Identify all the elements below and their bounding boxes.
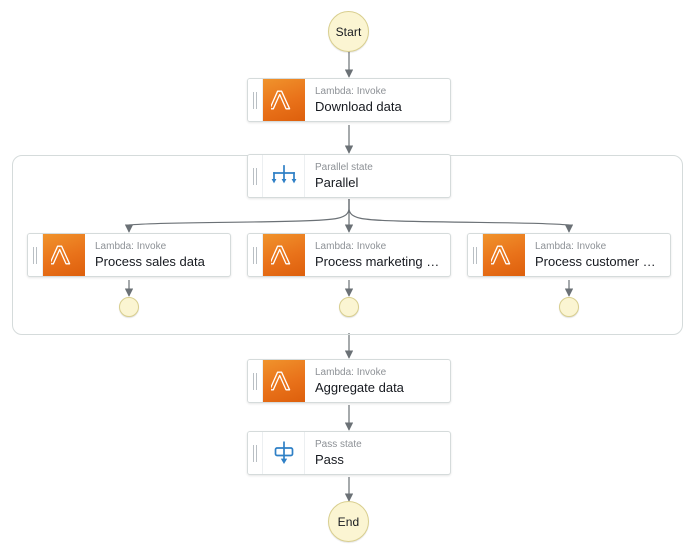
node-text: Lambda: Invoke Aggregate data [305, 360, 450, 402]
end-label: End [337, 514, 360, 529]
node-text: Parallel state Parallel [305, 155, 450, 197]
grip-icon [473, 246, 477, 264]
lambda-icon [263, 79, 305, 121]
node-subtitle: Lambda: Invoke [95, 241, 167, 252]
pass-icon [263, 432, 305, 474]
node-text: Lambda: Invoke Process sales data [85, 234, 230, 276]
branch-end-node-sales[interactable] [119, 297, 139, 317]
node-title: Aggregate data [315, 380, 404, 395]
node-text: Lambda: Invoke Process customer data [525, 234, 670, 276]
end-node[interactable]: End [328, 501, 369, 542]
node-subtitle: Lambda: Invoke [315, 367, 387, 378]
lambda-icon [263, 234, 305, 276]
branch-end-node-marketing[interactable] [339, 297, 359, 317]
grip-icon [33, 246, 37, 264]
node-text: Pass state Pass [305, 432, 450, 474]
node-title: Pass [315, 452, 344, 467]
node-subtitle: Pass state [315, 439, 362, 450]
drag-handle[interactable] [28, 234, 43, 276]
state-node-process-customer-data[interactable]: Lambda: Invoke Process customer data [467, 233, 671, 277]
node-title: Parallel [315, 175, 359, 190]
state-node-download-data[interactable]: Lambda: Invoke Download data [247, 78, 451, 122]
start-node[interactable]: Start [328, 11, 369, 52]
node-title: Process sales data [95, 254, 205, 269]
node-subtitle: Lambda: Invoke [535, 241, 607, 252]
drag-handle[interactable] [248, 360, 263, 402]
drag-handle[interactable] [248, 234, 263, 276]
node-text: Lambda: Invoke Process marketing data [305, 234, 450, 276]
grip-icon [253, 91, 257, 109]
state-node-process-marketing-data[interactable]: Lambda: Invoke Process marketing data [247, 233, 451, 277]
drag-handle[interactable] [248, 79, 263, 121]
grip-icon [253, 444, 257, 462]
grip-icon [253, 167, 257, 185]
state-node-pass[interactable]: Pass state Pass [247, 431, 451, 475]
node-subtitle: Lambda: Invoke [315, 86, 387, 97]
node-subtitle: Parallel state [315, 162, 373, 173]
lambda-icon [483, 234, 525, 276]
branch-end-node-customer[interactable] [559, 297, 579, 317]
node-title: Process marketing data [315, 254, 440, 269]
drag-handle[interactable] [468, 234, 483, 276]
drag-handle[interactable] [248, 155, 263, 197]
grip-icon [253, 372, 257, 390]
grip-icon [253, 246, 257, 264]
lambda-icon [43, 234, 85, 276]
lambda-icon [263, 360, 305, 402]
node-title: Process customer data [535, 254, 660, 269]
state-node-process-sales-data[interactable]: Lambda: Invoke Process sales data [27, 233, 231, 277]
node-title: Download data [315, 99, 402, 114]
node-subtitle: Lambda: Invoke [315, 241, 387, 252]
state-node-parallel[interactable]: Parallel state Parallel [247, 154, 451, 198]
parallel-icon [263, 155, 305, 197]
state-node-aggregate-data[interactable]: Lambda: Invoke Aggregate data [247, 359, 451, 403]
drag-handle[interactable] [248, 432, 263, 474]
node-text: Lambda: Invoke Download data [305, 79, 450, 121]
start-label: Start [335, 24, 362, 39]
